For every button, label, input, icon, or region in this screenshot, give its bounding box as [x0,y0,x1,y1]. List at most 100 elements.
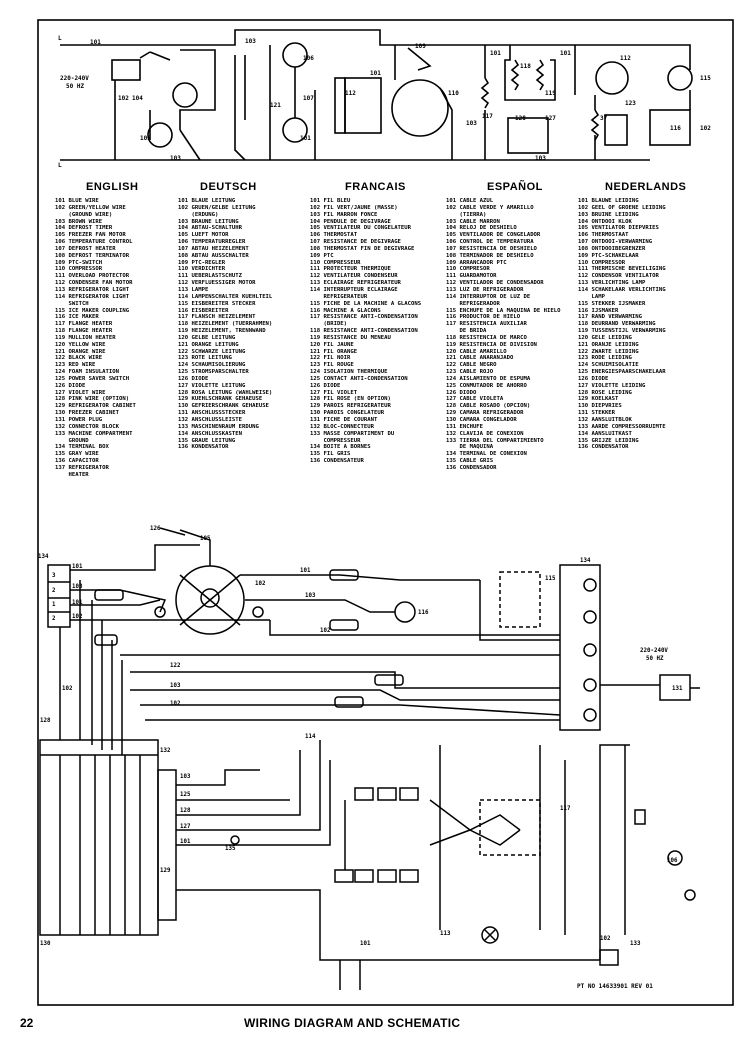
legend-item: 114 REFRIGERATOR LIGHT [55,293,130,300]
legend-item: 131 FICHE DE COURANT [310,417,378,423]
svg-text:116: 116 [670,125,681,132]
legend-item: 124 AISLAMIENTO DE ESPUMA [446,375,531,382]
legend-item: 107 ABTAU HEIZELEMENT [178,245,249,252]
svg-text:112: 112 [345,90,356,97]
legend-item: REFRIGERADOR [446,300,500,307]
legend-item: 105 VENTILADOR DE CONGELADOR [446,232,541,239]
legend-item: (ERDUNG) [178,211,219,218]
legend-item: 106 THERMOSTAT [310,232,358,239]
legend-item: 105 LUEFT MOTOR [178,232,229,239]
legend-item: 135 GRAY WIRE [55,451,99,458]
legend-item: 113 VERLICHTING LAMP [578,280,646,287]
legend-item: 135 GRIJZE LEIDING [578,437,639,444]
legend-item: 133 TIERRA DEL COMPARTIMIENTO [446,437,544,444]
legend-item: HEATER [55,471,89,478]
legend-item: 130 FREEZER CABINET [55,410,119,417]
svg-text:110: 110 [448,90,459,97]
legend-item: 105 VENTILATEUR DU CONGELATEUR [310,225,412,232]
svg-text:127: 127 [180,824,191,830]
svg-text:102: 102 [170,701,181,707]
legend-item: 116 PRODUCTOR DE HIELO [446,314,521,321]
legend-item: 133 AARDE COMPRESSORRUIMTE [578,423,666,430]
legend-item: 128 FIL ROSE (EN OPTION) [310,396,391,403]
legend-item: 127 FIL VIOLET [310,389,358,396]
svg-text:102: 102 [600,936,611,942]
legend-item: 136 CONDENSATEUR [310,458,364,465]
legend-item: 120 GELBE LEITUNG [178,334,236,341]
legend-heading-francais: FRANCAIS [345,181,406,193]
svg-text:103: 103 [466,120,477,127]
legend-item: 106 CONTROL DE TEMPERATURA [446,239,534,246]
legend-item: 102 GEEL OF GROENE LEIDING [578,204,666,211]
svg-text:105: 105 [200,536,211,542]
svg-text:128: 128 [515,115,526,122]
legend-item: 123 FIL ROUGE [310,362,354,369]
legend-item: 124 SCHAUMISOLIERUNG [178,362,246,369]
legend-item: 108 ONTDOOIBEGRENZER [578,245,646,252]
legend-item: 131 ENCHUFE [446,423,484,430]
legend-item: 107 RESISTENCIA DE DESHIELO [446,245,537,252]
legend-item: 116 MACHINE A GLACONS [310,307,381,314]
wiring-diagram [39,527,700,990]
legend-item: 104 ONTDOOI KLOK [578,218,632,225]
legend-item: (GROUND WIRE) [55,211,113,218]
svg-text:103: 103 [180,774,191,780]
svg-text:101: 101 [300,135,311,142]
legend-item: 120 CABLE AMARILLO [446,348,507,355]
legend-item: 122 FIL NOIR [310,355,351,362]
svg-text:103: 103 [305,593,316,599]
svg-text:101: 101 [180,839,191,845]
legend-item: 127 VIOLETTE LEIDING [578,382,646,389]
legend-item: SWITCH [55,300,89,307]
legend-item: 109 PTC [310,252,334,259]
legend-heading-english: ENGLISH [86,181,139,193]
legend-item: 122 BLACK WIRE [55,355,103,362]
legend-item: 126 DIODE [55,382,86,389]
legend-item: 120 GELE LEIDING [578,334,632,341]
svg-text:131: 131 [672,686,683,692]
legend-item: 108 ABTAU AUSSCHALTER [178,252,249,259]
legend-item: 134 TERMINAL BOX [55,444,109,451]
legend-item: 113 REFRIGERATOR LIGHT [55,286,130,293]
svg-text:127: 127 [545,115,556,122]
legend-item: (TIERRA) [446,211,487,218]
svg-text:37: 37 [600,115,608,122]
svg-text:102: 102 [118,95,129,102]
legend-item: 111 PROTECTEUR THERMIQUE [310,266,391,273]
legend-item: 101 BLUE WIRE [55,198,99,204]
legend-item: 121 ORANGE WIRE [55,348,106,355]
legend-item: 115 STEKKER IJSMAKER [578,300,646,307]
legend-item: 111 UEBERLASTSCHUTZ [178,273,242,280]
svg-text:101: 101 [300,568,311,574]
legend-item: 133 MASSE COMPARTIMENT DU [310,430,395,437]
legend-item: 126 DIODE [310,382,341,389]
legend-item: 135 CABLE GRIS [446,458,494,465]
legend-item: 136 CAPACITOR [55,458,99,465]
legend-item: 108 THERMOSTAT FIN DE DEGIVRAGE [310,245,415,252]
legend-item: 129 KUEHLSCHRANK GEHAEUSE [178,396,263,403]
legend-item: 114 LAMPENSCHALTER KUEHLTEIL [178,293,273,300]
svg-text:121: 121 [270,102,281,109]
legend-item: 103 BRAUNE LEITUNG [178,218,239,225]
legend-item: 109 PTC-SWITCH [55,259,103,266]
legend-item: 119 RESISTENCIA DE DIVISION [446,341,537,348]
legend-item: 125 ENERGIESPAARSCHAKELAAR [578,369,666,376]
legend-item: 116 ICE MAKER [55,314,99,321]
legend-item: 126 DIODE [578,375,609,382]
legend-item: 102 FIL VERT/JAUNE (MASSE) [310,204,398,211]
legend-item: 135 GRAUE LEITUNG [178,437,236,444]
svg-text:2: 2 [52,616,56,622]
legend-item: (BRIDE) [310,321,348,328]
legend-item: 124 SCHUIMISOLATIE [578,362,639,369]
legend-item: 112 CONDENSOR VENTILATOR [578,273,659,280]
legend-item: 118 RESISTANCE ANTI-CONDENSATION [310,328,418,335]
legend-item: 103 FIL MARRON FONCE [310,211,378,218]
legend-item: 110 VERDICHTER [178,266,226,273]
part-number: PT NO 14633901 REV 01 [577,983,653,990]
legend-item: 113 LUZ DE REFRIGERADOR [446,286,524,293]
legend-item: 129 KOELKAST [578,396,619,403]
svg-text:102: 102 [700,125,711,132]
svg-text:101: 101 [490,50,501,57]
